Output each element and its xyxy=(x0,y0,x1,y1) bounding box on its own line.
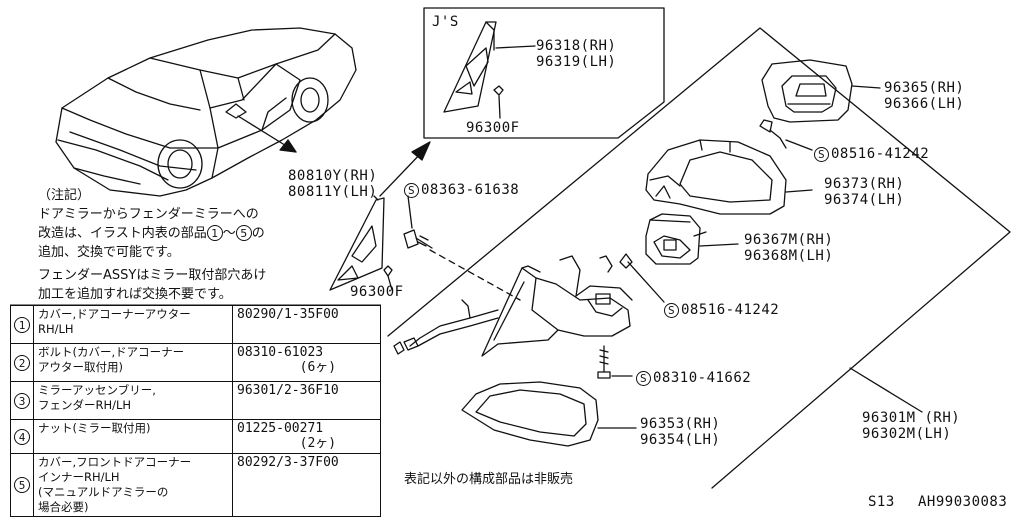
row-index-circle: 2 xyxy=(14,354,30,371)
label-96373: 96373(RH) xyxy=(824,176,905,192)
label-96300f-cover: 96300F xyxy=(350,284,404,300)
note-line-3: 追加、交換で可能です。 xyxy=(38,245,180,260)
row-part-number: 80290/1-35F00 xyxy=(232,305,381,344)
note-line-4: フェンダーASSYはミラー取付部穴あけ xyxy=(38,268,267,283)
not-sold-note: 表記以外の構成部品は非販売 xyxy=(404,472,574,487)
assembly-frame xyxy=(387,27,1011,489)
row-description: ナット(ミラー取付用) xyxy=(33,419,233,454)
row-index-circle: 5 xyxy=(14,477,30,493)
js-label: J'S xyxy=(432,14,459,30)
label-96353: 96353(RH) xyxy=(640,416,721,432)
label-96368m: 96368M(LH) xyxy=(744,248,834,264)
label-80811y: 80811Y(LH) xyxy=(288,184,378,200)
note-line-1: ドアミラーからフェンダーミラーへの xyxy=(38,207,259,222)
label-96318: 96318(RH) xyxy=(536,38,617,54)
cover-nut xyxy=(383,265,393,277)
label-96365: 96365(RH) xyxy=(884,80,965,96)
mirror-glass xyxy=(761,59,853,123)
js-nut xyxy=(493,85,504,96)
row-index: 5 xyxy=(10,453,34,517)
row-part-number: 96301/2-36F10 xyxy=(232,381,381,420)
note-head: （注記） xyxy=(38,188,91,203)
row-description: カバー,ドアコーナーアウター RH/LH xyxy=(33,305,233,344)
doc-id: AH99030083 xyxy=(918,494,1008,510)
mirror-motor xyxy=(645,213,707,265)
label-80810y: 80810Y(RH) xyxy=(288,168,378,184)
row-index-circle: 4 xyxy=(14,428,30,445)
mirror-nut xyxy=(619,253,633,269)
note-line-5: 加工を追加すれば交換不要です。 xyxy=(38,287,232,302)
label-96301m: 96301M (RH) xyxy=(862,410,961,426)
label-96300f-js: 96300F xyxy=(466,120,520,136)
label-96319: 96319(LH) xyxy=(536,54,617,70)
corner-cover-left xyxy=(329,197,385,291)
label-96354: 96354(LH) xyxy=(640,432,721,448)
label-96374: 96374(LH) xyxy=(824,192,905,208)
bolt-08363 xyxy=(403,229,433,249)
screw-08310 xyxy=(597,345,611,379)
row-part-number: 01225-00271 (2ヶ) xyxy=(232,419,381,454)
car-illustration xyxy=(55,27,357,197)
label-96302m: 96302M(LH) xyxy=(862,426,952,442)
js-detail-frame xyxy=(423,7,665,139)
row-index: 3 xyxy=(10,381,34,420)
row-part-number: 08310-61023 (6ヶ) xyxy=(232,343,381,382)
mirror-housing xyxy=(645,139,787,215)
row-part-number: 80292/3-37F00 xyxy=(232,453,381,517)
mirror-base xyxy=(481,255,633,357)
row-index: 4 xyxy=(10,419,34,454)
label-96367m: 96367M(RH) xyxy=(744,232,834,248)
bolt-08516-upper xyxy=(759,119,787,149)
row-description: ミラーアッセンブリー, フェンダーRH/LH xyxy=(33,381,233,420)
row-index: 1 xyxy=(10,305,34,344)
page-id: S13 xyxy=(868,494,895,510)
wiring-harness xyxy=(393,299,499,355)
row-index-circle: 3 xyxy=(14,392,30,409)
js-corner-cover xyxy=(443,21,497,113)
label-96366: 96366(LH) xyxy=(884,96,965,112)
row-description: カバー,フロントドアコーナー インナーRH/LH (マニュアルドアミラーの 場合… xyxy=(33,453,233,517)
row-index: 2 xyxy=(10,343,34,382)
row-description: ボルト(カバー,ドアコーナー アウター取付用) xyxy=(33,343,233,382)
mirror-cover xyxy=(461,381,599,447)
row-index-circle: 1 xyxy=(14,316,30,333)
